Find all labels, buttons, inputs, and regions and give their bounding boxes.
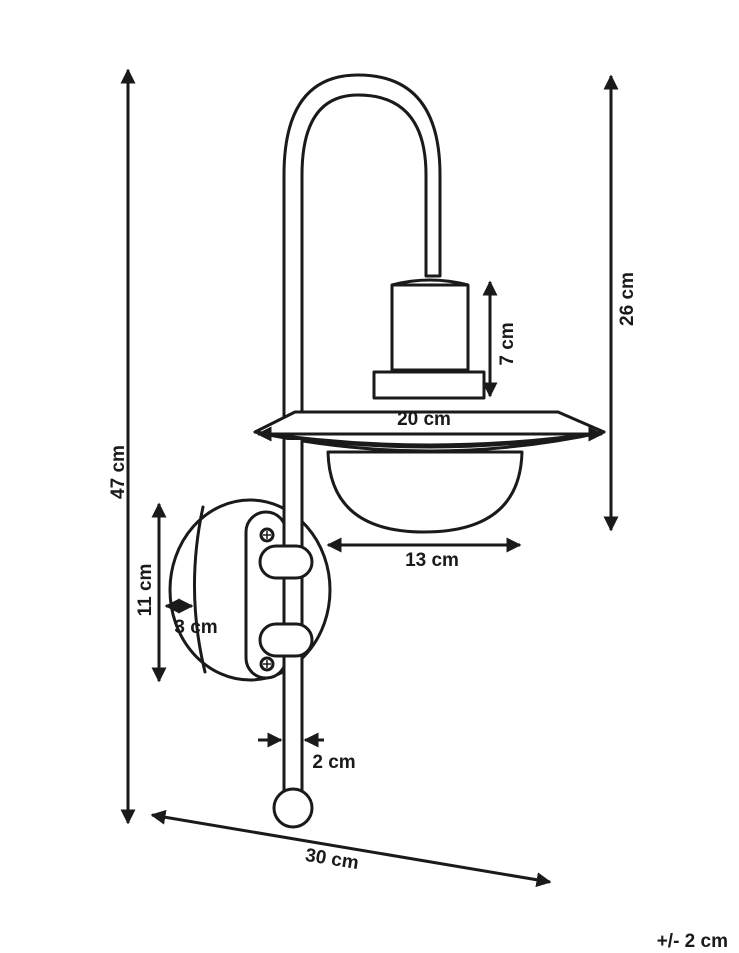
pole-collar-top (258, 544, 314, 580)
dimension-labels: 47 cm 26 cm 7 cm 20 cm 13 cm 11 cm 3 cm … (108, 272, 728, 952)
total-depth-arrow (150, 809, 552, 888)
cap-height-label: 7 cm (497, 322, 518, 365)
plate-depth-label: 3 cm (174, 617, 217, 638)
total-height-label: 47 cm (108, 445, 129, 499)
dimension-lines (120, 68, 619, 888)
gooseneck-arm (282, 73, 442, 800)
bottom-finial (272, 787, 314, 829)
plate-height-label: 11 cm (135, 564, 156, 617)
lamp-cap (390, 278, 470, 372)
pole-collar-bottom (258, 622, 314, 658)
shade-ring (372, 370, 486, 400)
arm-height-label: 26 cm (617, 272, 638, 326)
screw-top-icon (259, 527, 275, 543)
globe-width-label: 13 cm (405, 550, 459, 571)
wall-mount-disc-edge (192, 505, 207, 674)
pole-diameter-label: 2 cm (312, 752, 355, 773)
glass-globe (326, 450, 524, 534)
tolerance-label: +/- 2 cm (657, 931, 728, 952)
shade-width-label: 20 cm (397, 409, 451, 430)
screw-bottom-icon (259, 656, 275, 672)
lamp-drawing (168, 73, 606, 829)
pole-front-segment (285, 440, 301, 544)
